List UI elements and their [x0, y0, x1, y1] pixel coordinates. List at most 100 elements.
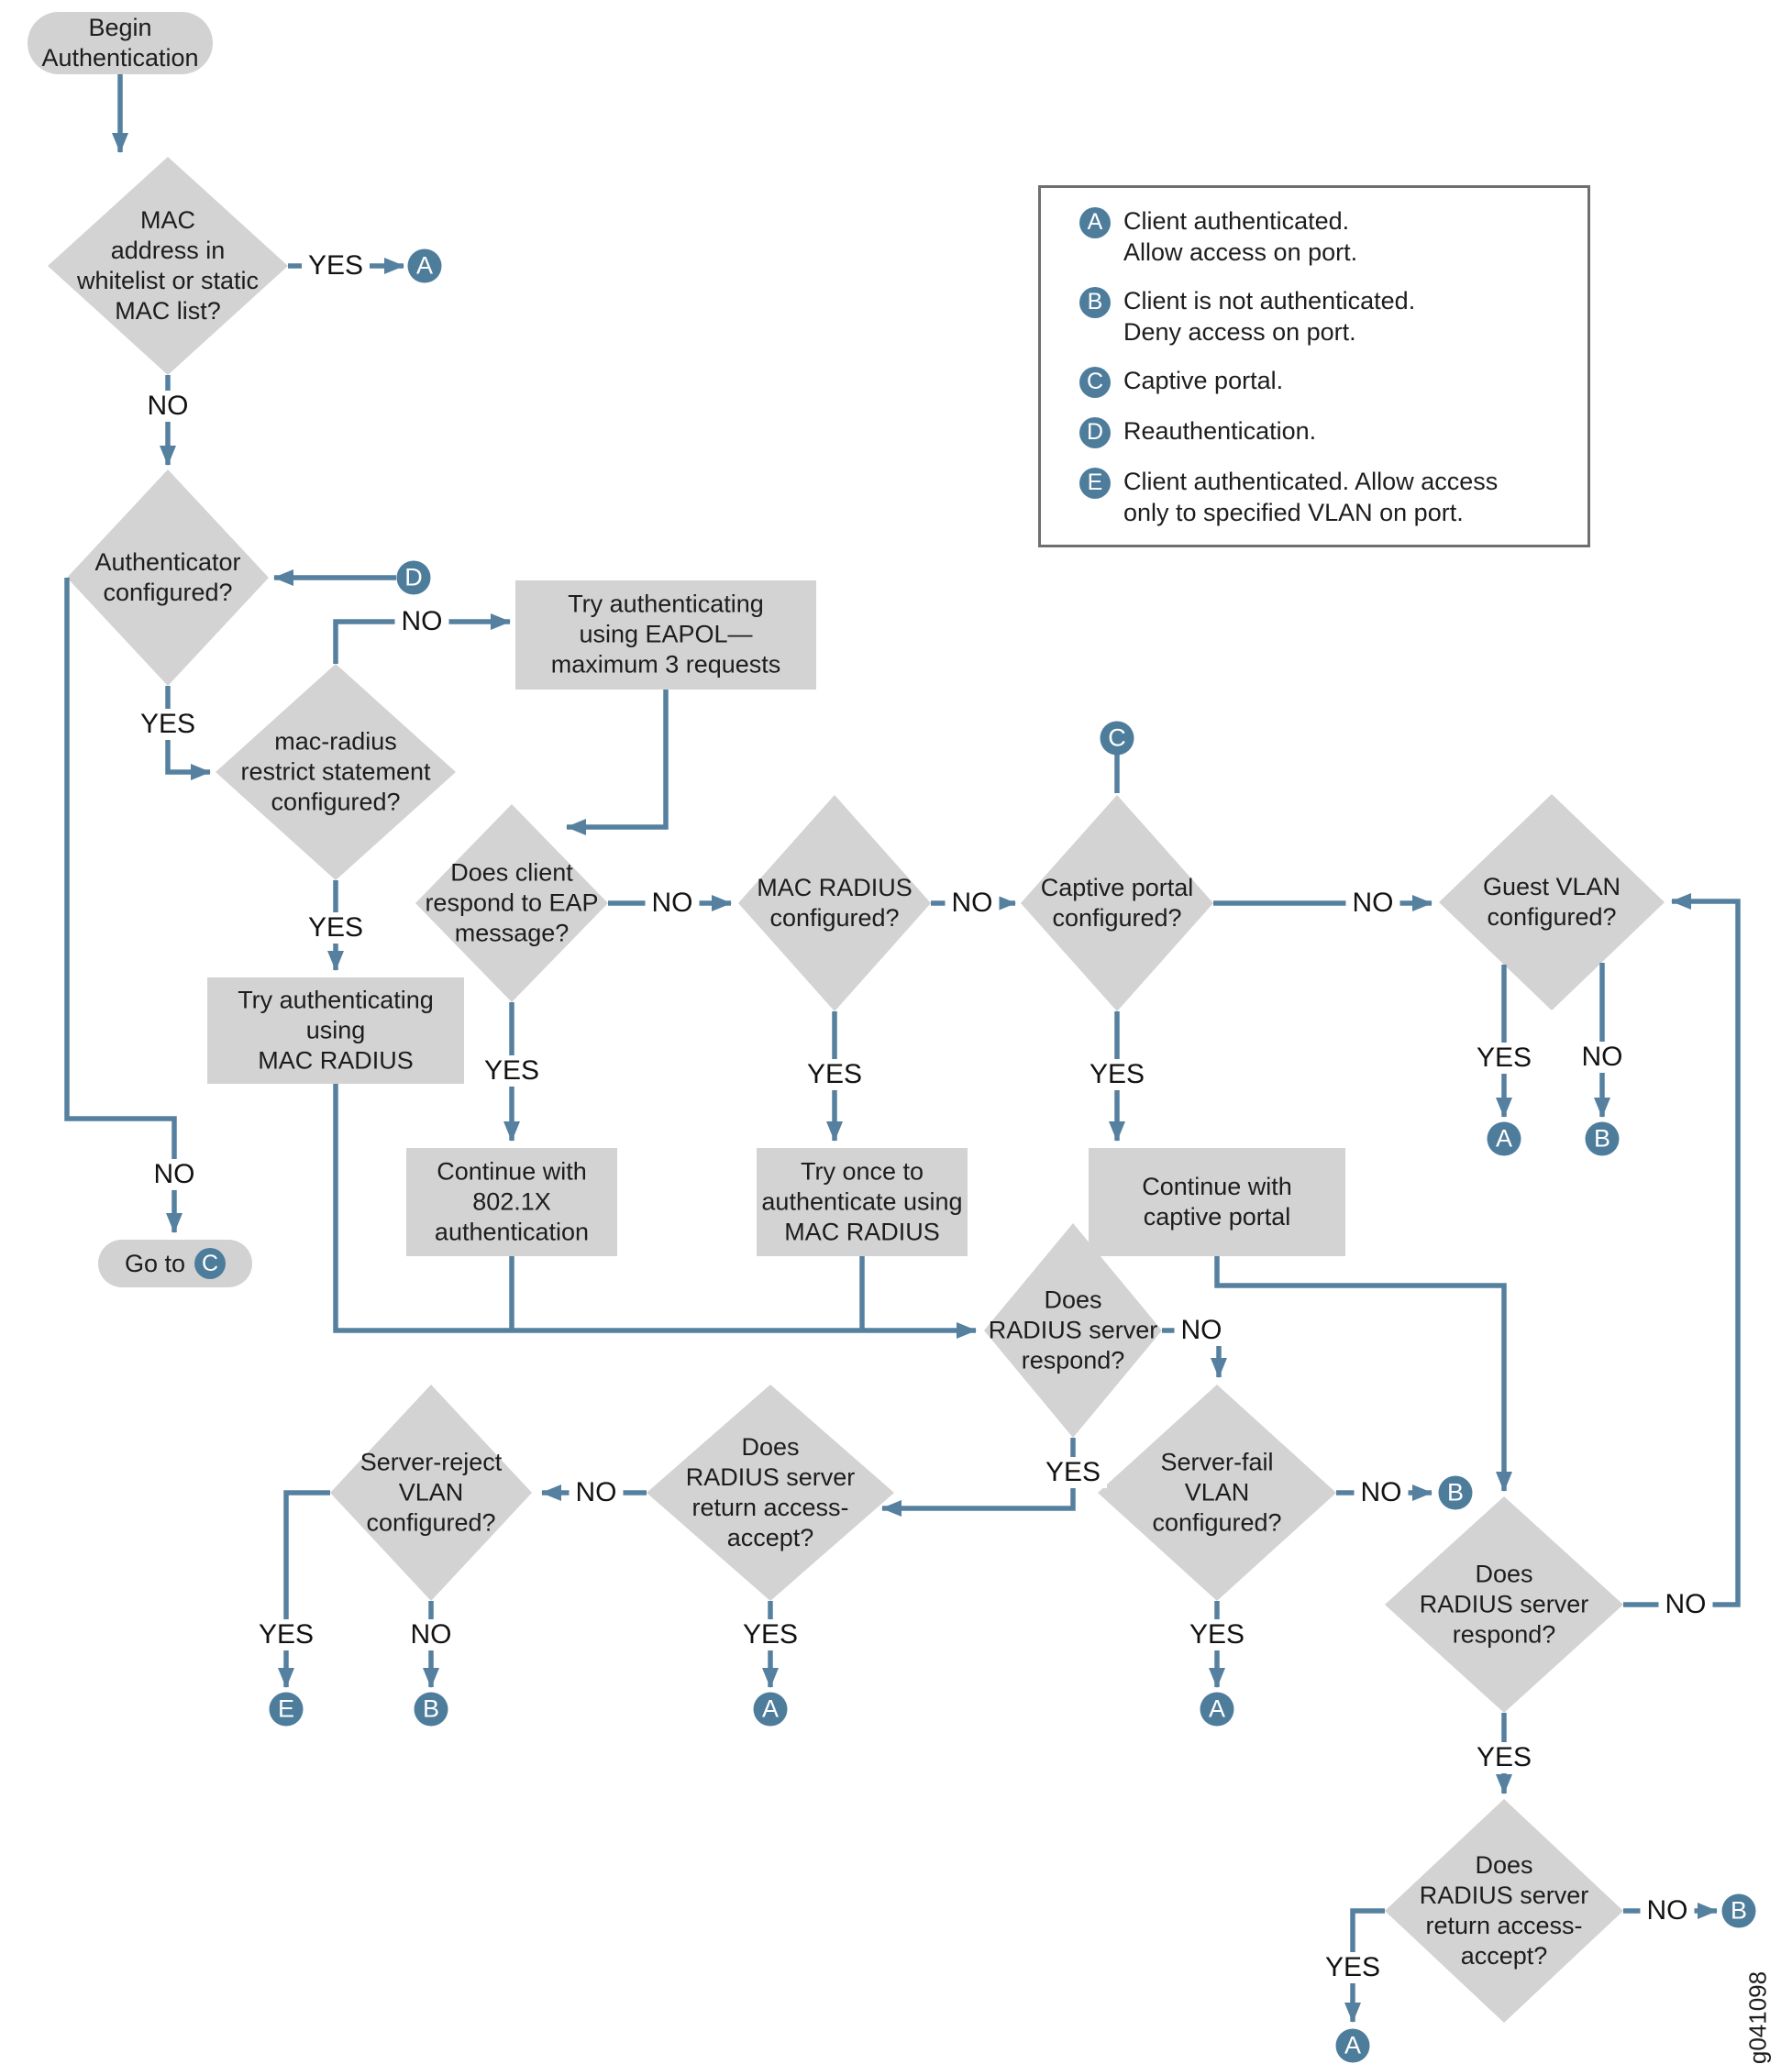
legend-c-circle: C: [1079, 366, 1111, 398]
diamond-captive-portal-configured: [1021, 795, 1213, 1011]
label-server-fail-vlan: Server-fail VLAN configured?: [1152, 1448, 1282, 1537]
edge-label-client-yes: YES: [477, 1055, 547, 1087]
endpoint-a-acceptleft: A: [753, 1692, 788, 1727]
edge-label-reject-yes: YES: [251, 1619, 321, 1650]
label-authenticator-configured: Authenticator configured?: [94, 548, 241, 606]
rect-continue-8021x: [406, 1148, 617, 1256]
label-captive-portal-configured: Captive portal configured?: [1040, 874, 1194, 932]
rect-try-once-mac-radius: [757, 1148, 968, 1256]
edge-label-acceptbottom-no: NO: [1640, 1895, 1695, 1926]
rect-try-eapol: [515, 580, 816, 690]
edge-label-respondright-no: NO: [1658, 1589, 1713, 1620]
figure-id-watermark: g041098: [1743, 1970, 1772, 2064]
edge-label-guest-no: NO: [1575, 1042, 1630, 1073]
edge-label-acceptleft-yes: YES: [736, 1619, 805, 1650]
edge-label-respondright-yes: YES: [1469, 1742, 1539, 1773]
diamond-guest-vlan-configured: [1439, 794, 1665, 1010]
goto-c-node: Go to C: [98, 1240, 252, 1287]
edge-label-acceptbottom-yes: YES: [1318, 1952, 1388, 1983]
decision-diamonds: [48, 157, 1665, 2023]
label-radius-respond-right: Does RADIUS server respond?: [1419, 1560, 1589, 1649]
edge-label-respondcenter-no: NO: [1174, 1315, 1229, 1346]
legend-row-b: B Client is not authenticated. Deny acce…: [1079, 285, 1587, 348]
legend-row-d: D Reauthentication.: [1079, 415, 1587, 448]
legend-b-circle: B: [1079, 286, 1111, 318]
rect-try-mac-radius: [207, 977, 464, 1084]
edge-label-auth-yes: YES: [133, 709, 203, 740]
edge-label-maclist-yes: YES: [301, 250, 371, 281]
edge-continuecaptive-to-respondright: [1214, 1256, 1512, 1492]
legend-row-a: A Client authenticated. Allow access on …: [1079, 205, 1587, 268]
label-try-once-mac-radius: Try once to authenticate using MAC RADIU…: [761, 1157, 963, 1246]
edge-auth-no-gotoc: [64, 578, 183, 1233]
legend-b-text: Client is not authenticated. Deny access…: [1123, 286, 1416, 346]
legend-box: A Client authenticated. Allow access on …: [1038, 185, 1590, 547]
diamond-mac-list: [48, 157, 288, 375]
label-access-accept-bottom: Does RADIUS server return access- accept…: [1419, 1851, 1589, 1970]
endpoint-b-serverreject: B: [414, 1692, 448, 1727]
goto-c-label: Go to: [124, 1249, 186, 1277]
goto-c-circle: C: [194, 1248, 227, 1279]
label-try-mac-radius: Try authenticating using MAC RADIUS: [238, 986, 434, 1075]
edge-label-macradius-no: NO: [945, 888, 1000, 919]
legend-c-text: Captive portal.: [1123, 366, 1284, 394]
diamond-radius-respond-right: [1385, 1496, 1623, 1713]
diamond-radius-respond-center: [984, 1223, 1162, 1438]
endpoint-b-serverfail: B: [1438, 1475, 1473, 1510]
start-node-begin-authentication: Begin Authentication: [28, 12, 213, 74]
edge-reject-yes-e: [278, 1490, 330, 1688]
endpoint-d-reauthentication: D: [396, 560, 431, 595]
diamond-mac-radius-restrict: [216, 664, 456, 880]
edge-restrict-no-eapol: [333, 613, 511, 664]
edge-label-auth-no: NO: [147, 1159, 202, 1190]
legend-row-c: C Captive portal.: [1079, 365, 1587, 398]
edge-label-captive-no: NO: [1345, 888, 1400, 919]
edge-label-fail-no: NO: [1354, 1477, 1409, 1508]
label-try-eapol: Try authenticating using EAPOL— maximum …: [550, 590, 781, 679]
edge-label-client-no: NO: [645, 888, 700, 919]
edge-label-restrict-yes: YES: [301, 912, 371, 944]
label-mac-list: MAC address in whitelist or static MAC l…: [76, 206, 260, 325]
edge-label-maclist-no: NO: [140, 391, 195, 422]
label-continue-captive: Continue with captive portal: [1142, 1173, 1292, 1231]
label-mac-radius-configured: MAC RADIUS configured?: [757, 874, 913, 932]
edge-label-captive-yes: YES: [1082, 1059, 1152, 1090]
label-continue-8021x: Continue with 802.1X authentication: [434, 1157, 590, 1246]
edge-collector-to-respond: [333, 1084, 977, 1339]
begin-label: Begin Authentication: [41, 14, 199, 72]
edge-eapol-to-client: [566, 690, 669, 835]
legend-d-text: Reauthentication.: [1123, 416, 1317, 445]
edge-label-restrict-no: NO: [394, 606, 449, 637]
endpoint-b-guestvlan: B: [1585, 1121, 1620, 1156]
endpoint-a-guestvlan: A: [1487, 1121, 1521, 1156]
rect-continue-captive: [1089, 1148, 1345, 1256]
endpoint-a-maclist: A: [407, 248, 442, 283]
legend-e-circle: E: [1079, 467, 1111, 499]
legend-a-circle: A: [1079, 206, 1111, 238]
edge-label-respondcenter-yes: YES: [1038, 1457, 1108, 1488]
edge-label-guest-yes: YES: [1469, 1043, 1539, 1074]
endpoint-a-serverfail: A: [1200, 1692, 1234, 1727]
legend-row-e: E Client authenticated. Allow access onl…: [1079, 466, 1587, 528]
legend-d-circle: D: [1079, 416, 1111, 448]
diamond-mac-radius-configured: [738, 795, 931, 1011]
label-guest-vlan-configured: Guest VLAN configured?: [1482, 873, 1621, 931]
legend-a-text: Client authenticated. Allow access on po…: [1123, 206, 1358, 266]
endpoint-c-captive: C: [1100, 721, 1134, 756]
process-rects: [207, 580, 1345, 1256]
edge-label-macradius-yes: YES: [800, 1059, 869, 1090]
edge-label-reject-no: NO: [404, 1619, 459, 1650]
diamond-server-fail-vlan: [1098, 1385, 1336, 1601]
edge-respondright-no-loop: [1623, 893, 1741, 1607]
endpoint-a-acceptbottom: A: [1335, 2028, 1370, 2063]
diamond-server-reject-vlan: [330, 1385, 532, 1601]
diamond-access-accept-bottom: [1385, 1799, 1623, 2023]
edge-acceptbottom-yes-a: [1344, 1908, 1385, 2023]
label-access-accept-left: Does RADIUS server return access- accept…: [685, 1433, 856, 1551]
label-mac-radius-restrict: mac-radius restrict statement configured…: [240, 727, 431, 816]
edge-label-acceptleft-no: NO: [569, 1477, 624, 1508]
diamond-authenticator-configured: [67, 469, 269, 686]
endpoint-b-acceptbottom: B: [1721, 1893, 1756, 1928]
